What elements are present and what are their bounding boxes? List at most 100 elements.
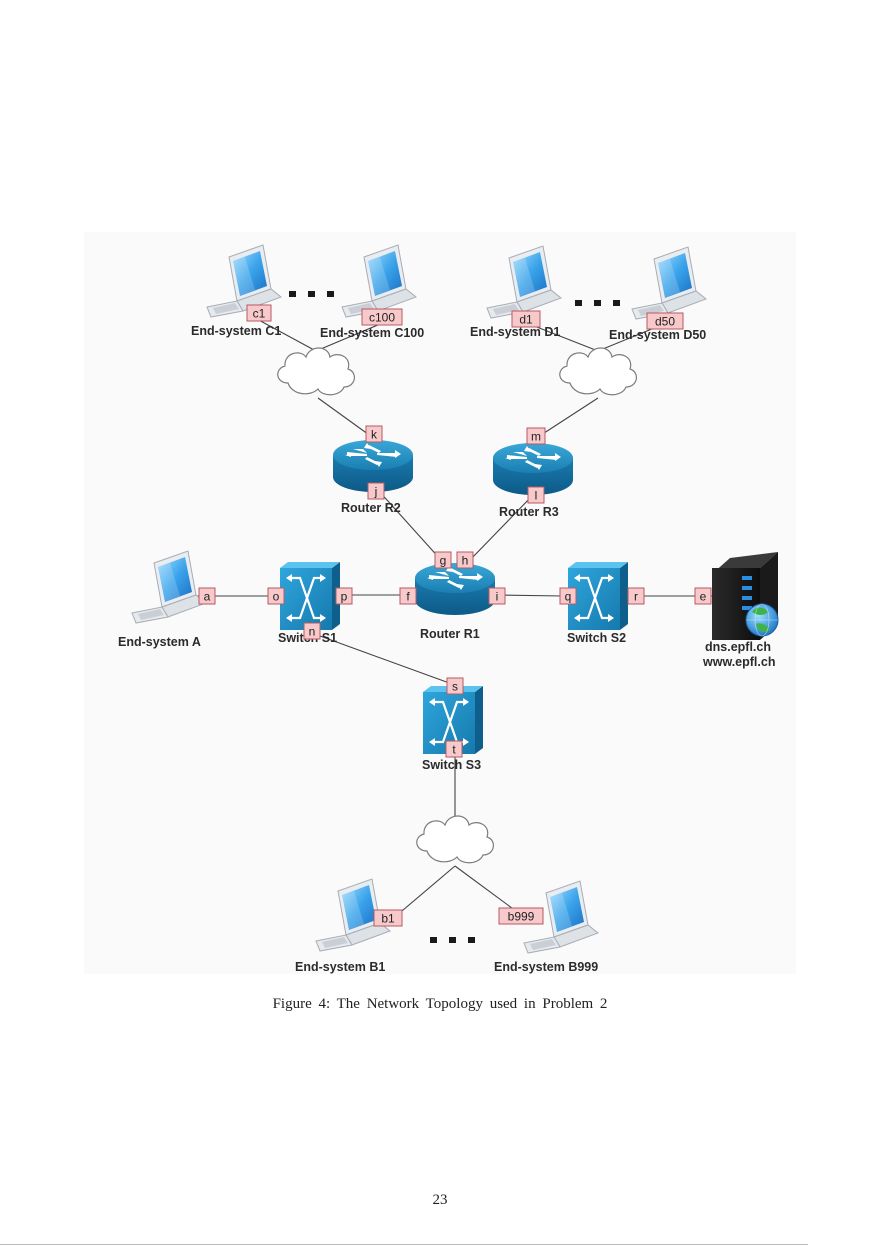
port-s: s bbox=[446, 677, 464, 695]
link-cloudc-r2 bbox=[317, 397, 373, 438]
port-label: p bbox=[341, 590, 348, 604]
port-r: r bbox=[627, 587, 645, 605]
port-b999: b999 bbox=[498, 907, 544, 925]
port-box bbox=[527, 486, 545, 504]
port-box bbox=[267, 587, 285, 605]
label-end-system-d1: End-system D1 bbox=[470, 325, 560, 339]
port-box bbox=[498, 907, 544, 925]
port-box bbox=[361, 308, 403, 326]
port-t: t bbox=[445, 740, 463, 758]
port-box bbox=[559, 587, 577, 605]
port-label: d1 bbox=[519, 313, 533, 327]
label-switch-s3: Switch S3 bbox=[422, 758, 481, 772]
port-label: e bbox=[700, 590, 707, 604]
port-box bbox=[335, 587, 353, 605]
port-box bbox=[627, 587, 645, 605]
port-label: k bbox=[371, 428, 378, 442]
port-h: h bbox=[456, 551, 474, 569]
link-cloudb-b999 bbox=[454, 865, 521, 915]
port-e: e bbox=[694, 587, 712, 605]
port-c1: c1 bbox=[246, 304, 272, 322]
link-s1-s3 bbox=[319, 635, 453, 685]
port-n: n bbox=[303, 622, 321, 640]
port-label: b999 bbox=[508, 910, 535, 924]
port-box bbox=[365, 425, 383, 443]
port-box bbox=[446, 677, 464, 695]
laptop-c100-icon bbox=[341, 244, 417, 318]
switch-s1-icon bbox=[278, 560, 342, 632]
label-end-system-c1: End-system C1 bbox=[191, 324, 281, 338]
port-g: g bbox=[434, 551, 452, 569]
port-i: i bbox=[488, 587, 506, 605]
port-c100: c100 bbox=[361, 308, 403, 326]
port-l: l bbox=[527, 486, 545, 504]
port-k: k bbox=[365, 425, 383, 443]
port-box bbox=[488, 587, 506, 605]
link-cloudb-b1 bbox=[395, 865, 456, 917]
port-box bbox=[399, 587, 417, 605]
port-b1: b1 bbox=[373, 909, 403, 927]
link-cloudd-r3 bbox=[537, 397, 599, 438]
port-o: o bbox=[267, 587, 285, 605]
switch-s2-icon bbox=[566, 560, 630, 632]
links bbox=[197, 317, 712, 917]
port-m: m bbox=[526, 427, 546, 445]
port-p: p bbox=[335, 587, 353, 605]
port-label: d50 bbox=[655, 315, 675, 329]
laptop-a-icon bbox=[131, 550, 207, 624]
label-end-system-b1: End-system B1 bbox=[295, 960, 385, 974]
port-label: i bbox=[496, 590, 499, 604]
port-label: g bbox=[440, 554, 447, 568]
port-box bbox=[526, 427, 546, 445]
port-box bbox=[373, 909, 403, 927]
label-end-system-a: End-system A bbox=[118, 635, 201, 649]
port-q: q bbox=[559, 587, 577, 605]
ellipsis-d-icon bbox=[575, 300, 620, 306]
laptop-d1-icon bbox=[486, 245, 562, 319]
port-j: j bbox=[367, 482, 385, 500]
port-a: a bbox=[198, 587, 216, 605]
label-router-r1: Router R1 bbox=[420, 627, 480, 641]
port-label: b1 bbox=[381, 912, 395, 926]
port-label: s bbox=[452, 680, 458, 694]
port-box bbox=[511, 310, 541, 328]
label-end-system-d50: End-system D50 bbox=[609, 328, 706, 342]
label-end-system-b999: End-system B999 bbox=[494, 960, 598, 974]
port-box bbox=[445, 740, 463, 758]
label-router-r2: Router R2 bbox=[341, 501, 401, 515]
link-c1-cloudc bbox=[254, 317, 317, 352]
port-box bbox=[367, 482, 385, 500]
port-label: o bbox=[273, 590, 280, 604]
port-label: n bbox=[309, 625, 316, 639]
laptop-d50-icon bbox=[631, 246, 707, 320]
port-box bbox=[456, 551, 474, 569]
network-topology-diagram: End-system C1 End-system C100 End-system… bbox=[118, 244, 779, 974]
figure-panel: End-system C1 End-system C100 End-system… bbox=[84, 232, 796, 974]
page-number: 23 bbox=[432, 1192, 448, 1208]
port-label: r bbox=[634, 590, 638, 604]
port-label: j bbox=[374, 485, 378, 499]
port-label: q bbox=[565, 590, 572, 604]
label-switch-s2: Switch S2 bbox=[567, 631, 626, 645]
label-server-www: www.epfl.ch bbox=[702, 655, 775, 669]
footer-divider bbox=[0, 1244, 808, 1245]
port-label: f bbox=[406, 590, 410, 604]
label-router-r3: Router R3 bbox=[499, 505, 559, 519]
port-box bbox=[246, 304, 272, 322]
port-label: m bbox=[531, 430, 541, 444]
ellipsis-c-icon bbox=[289, 291, 334, 297]
port-label: c1 bbox=[253, 307, 266, 321]
label-server-dns: dns.epfl.ch bbox=[705, 640, 771, 654]
port-d1: d1 bbox=[511, 310, 541, 328]
ellipsis-b-icon bbox=[430, 937, 475, 943]
label-end-system-c100: End-system C100 bbox=[320, 326, 424, 340]
port-label: h bbox=[462, 554, 469, 568]
port-label: t bbox=[452, 743, 456, 757]
link-r2-r1 bbox=[377, 489, 442, 561]
link-r1-s2 bbox=[494, 594, 564, 597]
port-box bbox=[694, 587, 712, 605]
port-box bbox=[646, 312, 684, 330]
cloud-c-icon bbox=[277, 347, 356, 396]
port-f: f bbox=[399, 587, 417, 605]
